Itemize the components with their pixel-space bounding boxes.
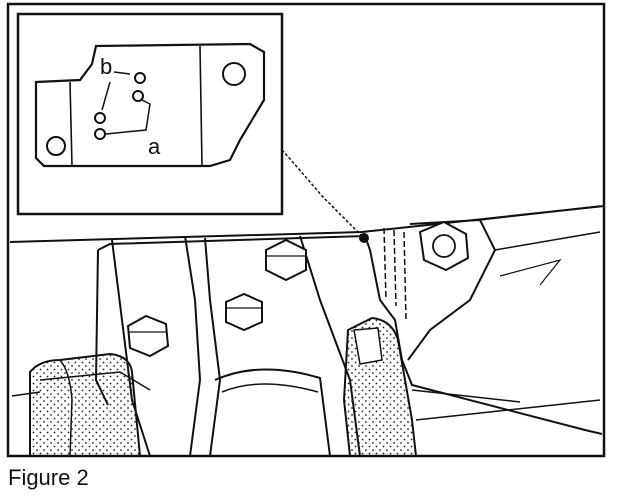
hex-nut-right (418, 220, 470, 272)
hex-nut-top (265, 238, 307, 282)
outer-frame (6, 2, 606, 458)
right-housing (407, 218, 497, 361)
terminal-pin (94, 112, 106, 124)
callout-line-a (105, 99, 151, 135)
plate-hole-left (46, 136, 66, 156)
terminal-pin (94, 128, 106, 140)
callout-label-a: a (148, 134, 161, 159)
figure-caption: Figure 2 (8, 465, 89, 490)
inset-box: b a (16, 12, 284, 216)
pedal-pad-left (29, 352, 142, 457)
hex-nut-left (126, 314, 170, 358)
switch-point (359, 233, 369, 243)
terminal-pin (134, 72, 146, 84)
switch-plate (34, 42, 266, 168)
callout-label-b: b (100, 54, 112, 79)
terminal-pin (132, 90, 144, 102)
callout-line-b (101, 71, 131, 111)
plate-hole-right (222, 62, 246, 86)
pedal-pad-right (342, 316, 418, 457)
leader-line (281, 149, 363, 237)
hex-nut-middle (225, 292, 263, 332)
